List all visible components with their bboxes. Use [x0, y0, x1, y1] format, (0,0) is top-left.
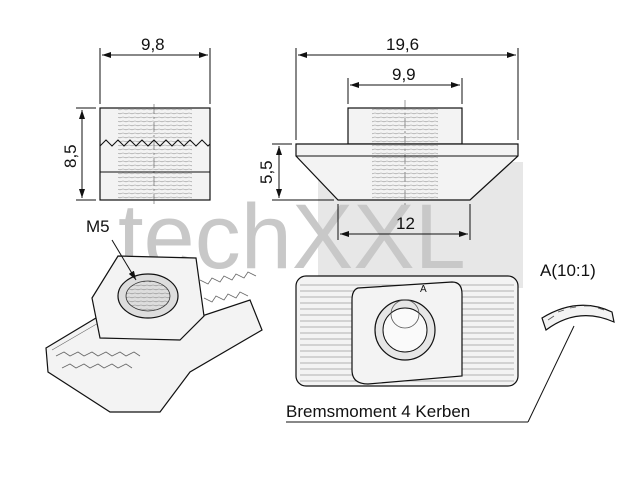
dim-side-height: 5,5 — [257, 160, 276, 184]
dim-side-width: 19,6 — [386, 35, 419, 54]
dim-front-height: 8,5 — [61, 144, 80, 168]
thread-label: M5 — [86, 217, 110, 236]
note-leader: Bremsmoment 4 Kerben — [286, 325, 575, 423]
isometric-view: M5 — [45, 217, 263, 413]
note-label: Bremsmoment 4 Kerben — [286, 402, 470, 421]
front-view: 9,8 8,5 — [61, 35, 211, 204]
dim-side-bottom-width: 12 — [396, 214, 415, 233]
side-view: 19,6 9,9 5,5 12 — [257, 35, 519, 240]
detail-scale-label: A(10:1) — [540, 261, 596, 280]
top-view: A — [295, 275, 519, 387]
detail-a: A(10:1) — [540, 261, 615, 331]
dim-front-width: 9,8 — [141, 35, 165, 54]
dim-side-top-width: 9,9 — [392, 65, 416, 84]
detail-ref-label: A — [420, 284, 427, 295]
